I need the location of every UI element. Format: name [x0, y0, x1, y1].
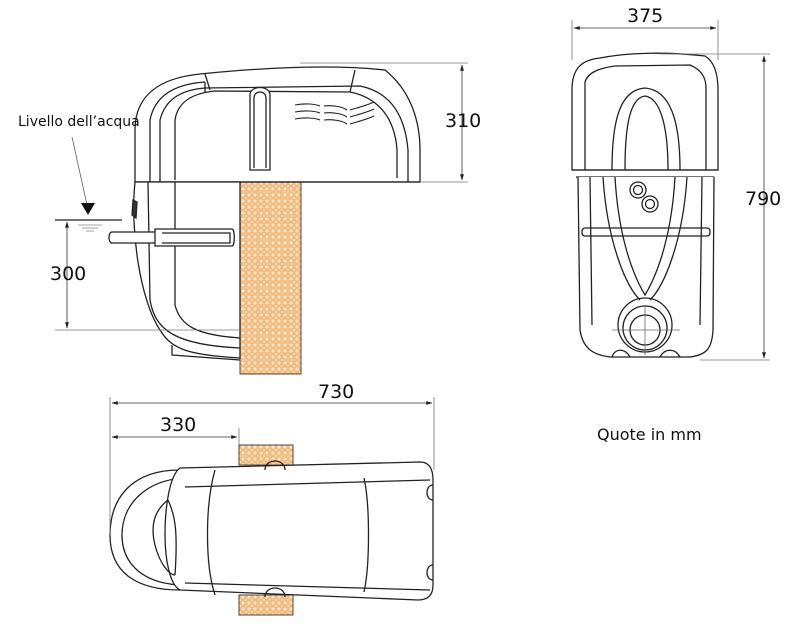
water-level-label: Livello dell’acqua [18, 114, 140, 130]
dim-front-height: 790 [745, 188, 782, 210]
dim-to-wall: 330 [160, 414, 197, 436]
dimension-lines-side [55, 62, 468, 331]
dimension-lines-top [109, 397, 435, 535]
dimension-lines-front [571, 20, 770, 361]
dim-front-width: 375 [627, 5, 664, 27]
pool-wall-side [239, 181, 302, 375]
pool-wall-top-lower [238, 594, 294, 616]
dim-top-height: 310 [445, 110, 482, 132]
dim-water-depth: 300 [50, 263, 87, 285]
units-note: Quote in mm [597, 425, 702, 444]
front-view [571, 52, 719, 358]
top-view [109, 444, 434, 616]
side-view [108, 66, 421, 375]
dim-total-length: 730 [318, 381, 355, 403]
water-level-marker [55, 136, 122, 232]
pool-wall-top-upper [238, 444, 294, 466]
